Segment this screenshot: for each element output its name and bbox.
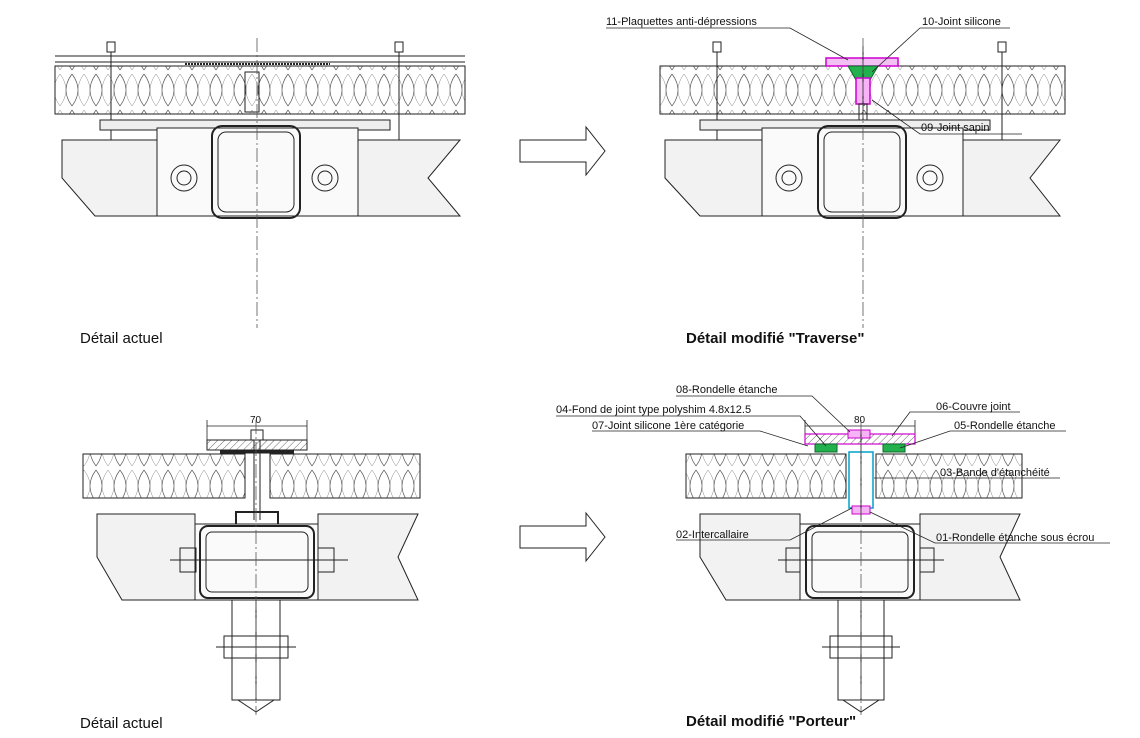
- caption-top-right: Détail modifié "Traverse": [686, 330, 865, 347]
- label-11: 11-Plaquettes anti-dépressions: [606, 16, 757, 28]
- label-04: 04-Fond de joint type polyshim 4.8x12.5: [556, 404, 751, 416]
- caption-bottom-left: Détail actuel: [80, 715, 163, 732]
- label-03: 03-Bande d'étanchéité: [940, 467, 1050, 479]
- detail-bottom-left: 70: [82, 415, 421, 715]
- label-07: 07-Joint silicone 1ère catégorie: [592, 420, 744, 432]
- label-10: 10-Joint silicone: [922, 16, 1001, 28]
- detail-bottom-right: 80 08-Ronde: [556, 384, 1110, 715]
- arrow-top: [519, 125, 606, 177]
- label-05: 05-Rondelle étanche: [954, 420, 1056, 432]
- detail-top-left: [54, 38, 466, 328]
- caption-bottom-right: Détail modifié "Porteur": [686, 713, 857, 730]
- arrow-bottom: [519, 511, 606, 563]
- label-09: 09-Joint sapin: [921, 122, 990, 134]
- label-02: 02-Intercallaire: [676, 529, 749, 541]
- label-08: 08-Rondelle étanche: [676, 384, 778, 396]
- dim-80: 80: [854, 415, 866, 426]
- caption-top-left: Détail actuel: [80, 330, 163, 347]
- label-01: 01-Rondelle étanche sous écrou: [936, 532, 1094, 544]
- detail-top-right: 11-Plaquettes anti-dépressions 10-Joint …: [606, 16, 1066, 328]
- label-06: 06-Couvre joint: [936, 401, 1011, 413]
